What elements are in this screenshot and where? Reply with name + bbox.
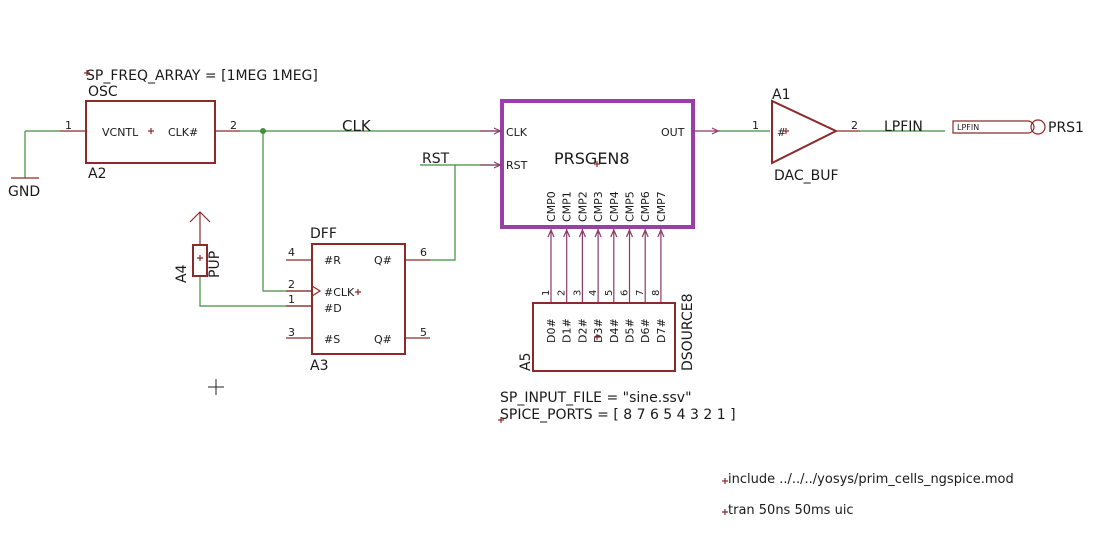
dsource-pin-number: 4 — [588, 290, 599, 296]
prsgen-pin-lines — [480, 130, 720, 166]
port-name: PRS1 — [1048, 120, 1084, 136]
dsource-to-prsgen-wire — [563, 228, 571, 303]
dsource-pin-label: D2# — [576, 318, 589, 343]
dsource-pin-number: 1 — [541, 290, 552, 296]
prsgen-cmp-label: CMP0 — [545, 191, 558, 222]
dsource-pin-number: 6 — [620, 290, 631, 296]
spice-ports-param: SPICE_PORTS = [ 8 7 6 5 4 3 2 1 ] — [500, 407, 736, 423]
dsource8-body[interactable] — [532, 302, 676, 372]
sp-freq-array-param: SP_FREQ_ARRAY = [1MEG 1MEG] — [86, 68, 318, 84]
dff-ref: A3 — [310, 358, 328, 374]
dff-pin1-number: 1 — [288, 293, 295, 306]
lpfin-net-label: LPFIN — [884, 119, 923, 135]
sp-input-file-param: SP_INPUT_FILE = "sine.ssv" — [500, 390, 692, 406]
dsource-pin-number: 2 — [557, 290, 568, 296]
dsource-to-prsgen-wire — [578, 228, 586, 303]
dsource-to-prsgen-wire — [641, 228, 649, 303]
dsource-ref: A5 — [518, 353, 534, 371]
origin-markers — [84, 70, 789, 515]
pup-name: PUP — [207, 251, 223, 278]
dff-pin4-number: 4 — [288, 246, 295, 259]
dac-pin-in: # — [777, 126, 786, 139]
power-arrow-icon — [189, 211, 211, 228]
prsgen-cmp-label: CMP3 — [592, 191, 605, 222]
dsource-pin-number: 7 — [635, 290, 646, 296]
dsource-pin-label: D0# — [545, 318, 558, 343]
dff-pin3-number: 3 — [288, 326, 295, 339]
wire-clk-to-dff — [262, 131, 312, 292]
prsgen-cmp-label: CMP5 — [624, 191, 637, 222]
tran-directive: tran 50ns 50ms uic — [728, 503, 854, 518]
dsource-pin-label: D6# — [639, 318, 652, 343]
dac-name: DAC_BUF — [774, 168, 839, 184]
dff-pin-lines — [286, 259, 430, 339]
gnd-label: GND — [8, 184, 40, 200]
prsgen-pin-arrows — [493, 127, 720, 169]
osc-name: OSC — [88, 84, 118, 100]
osc-body[interactable] — [85, 100, 216, 164]
prsgen-cmp-label: CMP6 — [639, 191, 652, 222]
dsource-pin-number: 8 — [651, 290, 662, 296]
dac-pin2-number: 2 — [851, 119, 858, 132]
wire-rst — [430, 164, 500, 261]
prsgen8-body[interactable] — [500, 99, 695, 229]
dac-pin1-number: 1 — [752, 119, 759, 132]
dff-pin-q2: Q# — [374, 333, 392, 346]
dsource-pin-number: 3 — [572, 290, 583, 296]
dsource-name: DSOURCE8 — [680, 294, 696, 372]
prsgen-pin-out: OUT — [661, 126, 685, 139]
dff-name: DFF — [310, 226, 337, 242]
dff-pin5-number: 5 — [420, 326, 427, 339]
dsource-pin-label: D7# — [655, 318, 668, 343]
dsource-pin-number: 5 — [604, 290, 615, 296]
dff-body[interactable] — [311, 243, 406, 355]
junction-dot — [260, 128, 266, 134]
prsgen-name: PRSGEN8 — [554, 149, 630, 168]
wire-pup-to-d — [199, 276, 312, 307]
osc-pin-clk: CLK# — [168, 126, 198, 139]
dff-pin2-number: 2 — [288, 278, 295, 291]
osc-pin1-number: 1 — [65, 119, 72, 132]
dsource-to-prsgen-wire — [547, 228, 555, 303]
dff-pin6-number: 6 — [420, 246, 427, 259]
dff-pin-r: #R — [324, 254, 341, 267]
dac-ref: A1 — [772, 87, 790, 103]
clk-net-label: CLK — [342, 117, 372, 135]
dsource-to-prsgen-wire — [625, 228, 634, 303]
prsgen-cmp-label: CMP1 — [561, 191, 574, 222]
osc-pin2-number: 2 — [230, 119, 237, 132]
port-inner-label: LPFIN — [957, 123, 979, 132]
dff-pin-s: #S — [324, 333, 340, 346]
osc-ref: A2 — [88, 166, 106, 182]
dff-pin-d: #D — [324, 302, 342, 315]
wires — [24, 130, 945, 307]
dsource-to-prsgen-wire — [610, 228, 618, 303]
dsource-to-prsgen-wire — [657, 228, 665, 303]
dsource-pin-label: D3# — [592, 318, 605, 343]
rst-net-label: RST — [422, 151, 450, 167]
prsgen-cmp-label: CMP7 — [655, 191, 668, 222]
dff-pin-clk: #CLK — [324, 286, 355, 299]
triangle-buffer-icon[interactable] — [771, 99, 839, 165]
dff-clock-triangle — [311, 285, 322, 297]
dff-pin-q1: Q# — [374, 254, 392, 267]
prsgen-cmp-label: CMP2 — [576, 191, 589, 222]
prsgen-pin-rst: RST — [506, 159, 528, 172]
crosshair-cursor-icon — [208, 379, 224, 395]
port-connector-icon[interactable] — [952, 119, 1046, 135]
prsgen-pin-clk: CLK — [506, 126, 528, 139]
pup-ref: A4 — [174, 264, 190, 283]
dsource-pins: D0# 1D1# 2D2# 3D3# 4D4# 5D5# 6D6# 7D7# 8 — [541, 290, 668, 343]
dsource-pin-label: D1# — [561, 318, 574, 343]
dsource-pin-label: D4# — [608, 318, 621, 343]
prsgen-cmp-label: CMP4 — [608, 191, 621, 222]
osc-pin-vcntl: VCNTL — [102, 126, 139, 139]
dsource-pin-label: D5# — [624, 318, 637, 343]
dsource-to-prsgen-wire — [594, 228, 602, 303]
include-directive: include ../../../yosys/prim_cells_ngspic… — [728, 472, 1014, 487]
